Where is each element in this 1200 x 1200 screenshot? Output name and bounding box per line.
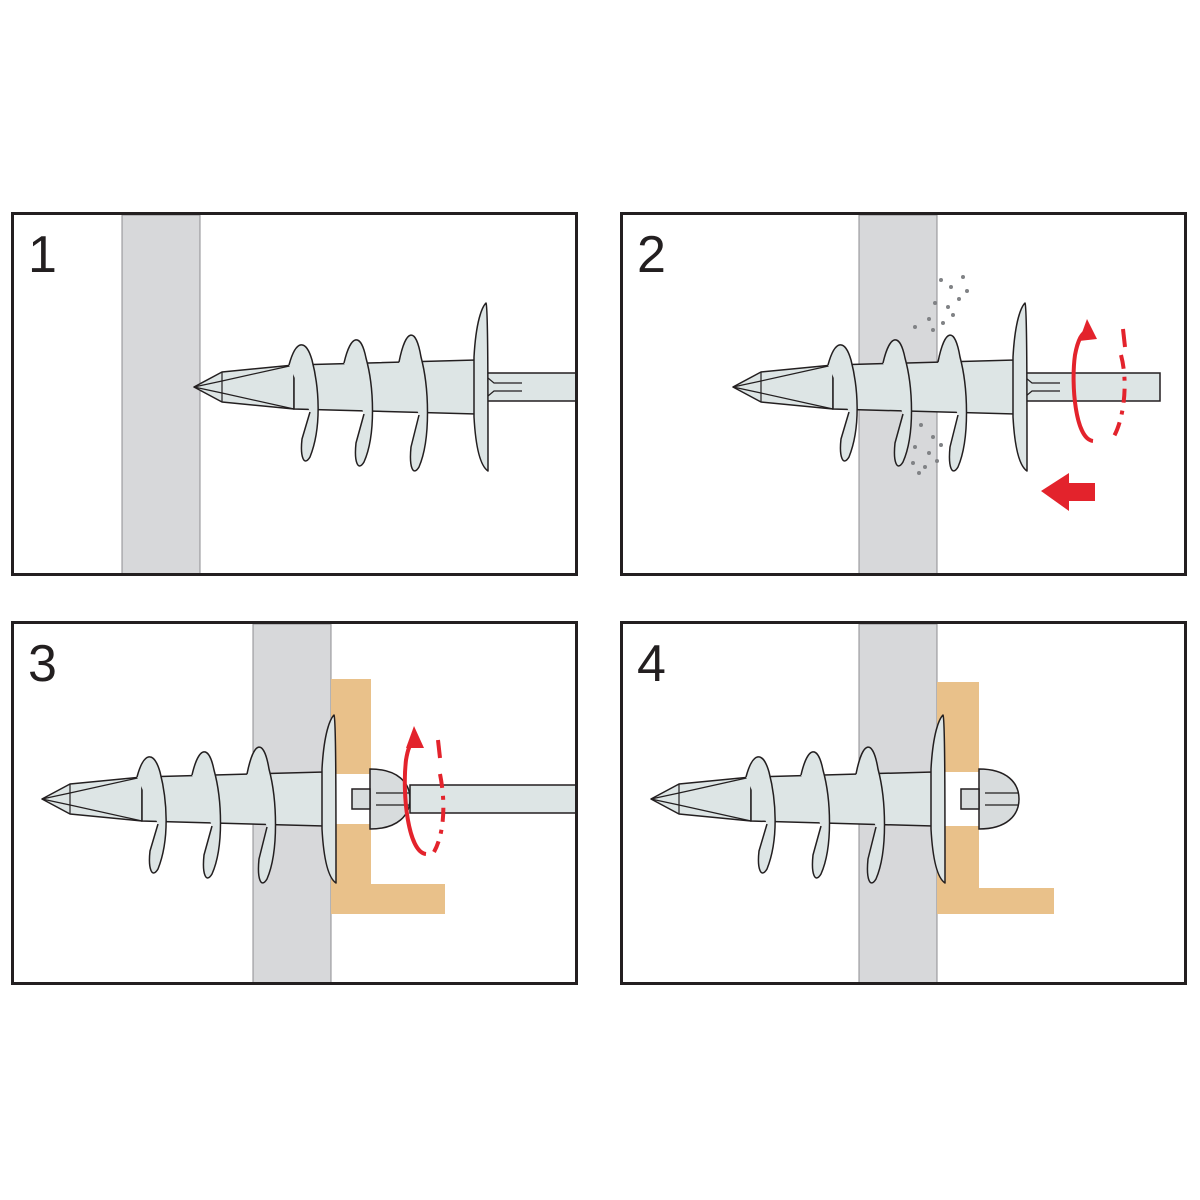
step-3-illustration (41, 624, 575, 982)
step-number: 2 (637, 226, 666, 284)
step-4-illustration (650, 624, 1054, 982)
step-number: 3 (28, 635, 57, 693)
drywall (121, 215, 201, 573)
step-1-illustration (121, 215, 575, 573)
screwdriver-tip (1019, 372, 1161, 402)
step-3-panel: 3 (11, 621, 578, 985)
step-2-panel: 2 (620, 212, 1187, 576)
step-1-panel: 1 (11, 212, 578, 576)
screwdriver-tip (481, 372, 575, 402)
wooden-bracket (937, 682, 1054, 914)
push-arrow-icon (1041, 473, 1095, 511)
dust-particles (911, 275, 969, 475)
step-2-illustration (732, 215, 1161, 573)
step-4-panel: 4 (620, 621, 1187, 985)
rotation-arrow (1071, 319, 1127, 443)
wall-anchor (193, 302, 489, 472)
rotation-arrow (402, 726, 446, 856)
wooden-bracket (331, 679, 445, 914)
screwdriver-shaft (409, 784, 575, 814)
step-number: 4 (637, 635, 666, 693)
step-number: 1 (28, 226, 57, 284)
